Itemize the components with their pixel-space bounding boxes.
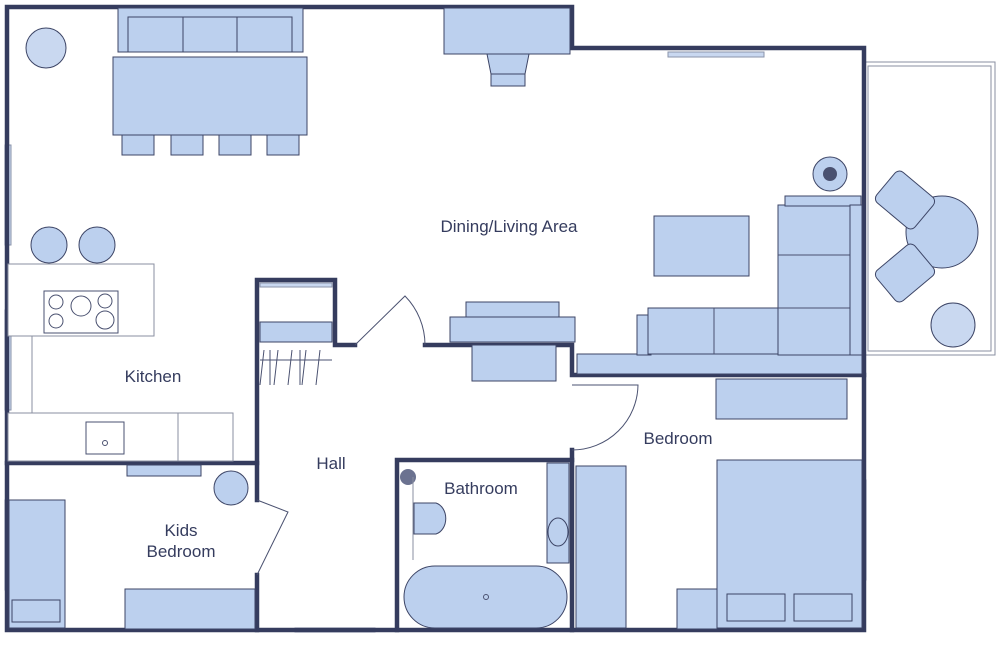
room-label-bedroom: Bedroom bbox=[644, 429, 713, 448]
coffee-table bbox=[653, 215, 750, 277]
kids-furniture bbox=[8, 464, 256, 630]
room-label-bathroom: Bathroom bbox=[444, 479, 518, 498]
sofa bbox=[576, 195, 863, 375]
bathroom-fixtures bbox=[403, 462, 570, 629]
kitchen-counter bbox=[7, 336, 234, 462]
room-label-dining-living: Dining/Living Area bbox=[440, 217, 578, 236]
closet bbox=[259, 321, 333, 386]
kitchen-island bbox=[7, 226, 155, 337]
doors bbox=[256, 295, 639, 576]
dining-table bbox=[112, 7, 308, 156]
balcony-table bbox=[874, 170, 979, 303]
sideboard bbox=[443, 7, 571, 87]
room-label-kitchen: Kitchen bbox=[125, 367, 182, 386]
tv-unit bbox=[449, 301, 576, 382]
room-label-hall: Hall bbox=[316, 454, 345, 473]
bedroom-furniture bbox=[575, 378, 863, 630]
room-label-kids-line2: Bedroom bbox=[147, 542, 216, 561]
room-label-kids-line1: Kids bbox=[164, 521, 197, 540]
